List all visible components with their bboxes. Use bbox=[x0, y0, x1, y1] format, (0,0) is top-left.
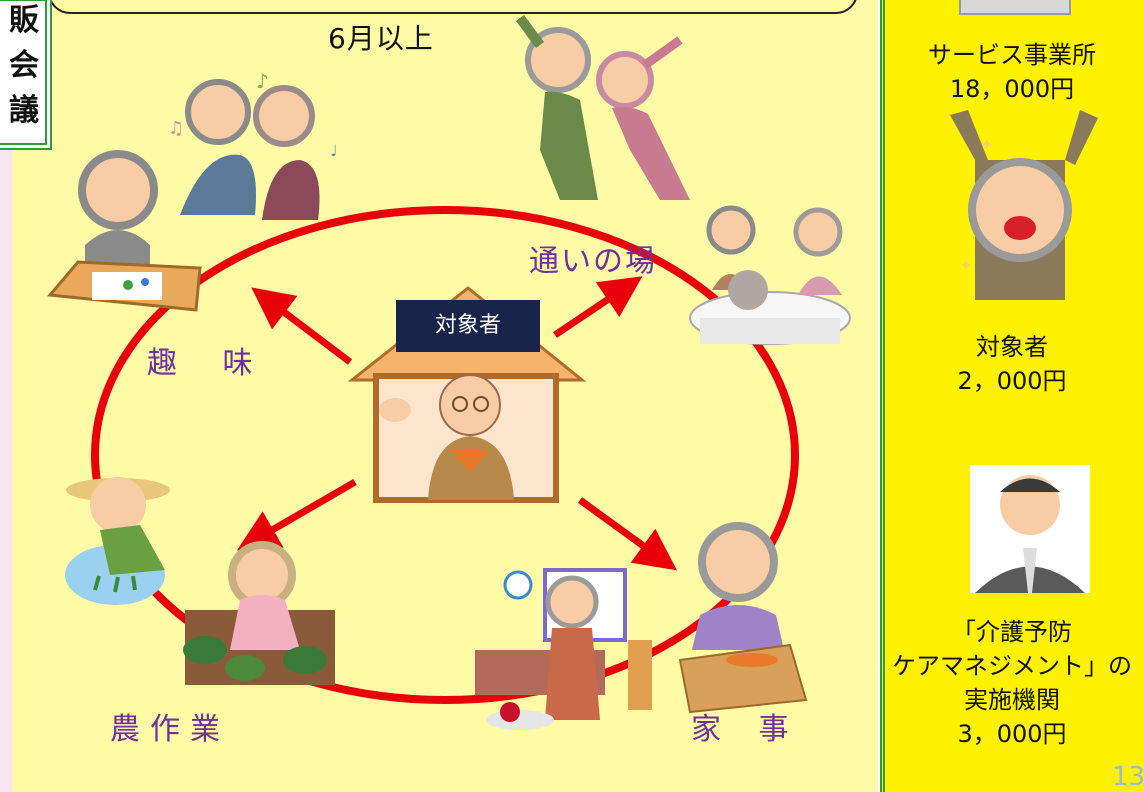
crop-farming-illustration bbox=[183, 541, 335, 685]
arrow-to-hobby bbox=[251, 287, 353, 365]
kayoi-gathering-illustration bbox=[689, 205, 851, 345]
reward-care-agency: 「介護予防 ケアマネジメント」の 実施機関 3，000円 bbox=[880, 615, 1144, 751]
cooking-illustration bbox=[678, 522, 808, 714]
reward-care-line3: 実施機関 bbox=[964, 686, 1060, 714]
page-number: 13 bbox=[1112, 762, 1144, 792]
reward-subject-amount: 2，000円 bbox=[957, 367, 1067, 395]
arrow-to-farming bbox=[236, 478, 357, 551]
side-label-box: 販会議 bbox=[0, 0, 52, 150]
activity-label-farming: 農作業 bbox=[110, 712, 230, 747]
reward-care-amount: 3，000円 bbox=[957, 720, 1067, 748]
arrow-to-housework bbox=[577, 497, 678, 571]
reward-panel bbox=[880, 0, 1144, 792]
activity-label-hobby: 趣 味 bbox=[147, 346, 271, 381]
reward-care-line1: 「介護予防 bbox=[952, 618, 1072, 646]
svg-text:✦: ✦ bbox=[960, 258, 972, 274]
reward-service-name: サービス事業所 bbox=[928, 41, 1096, 69]
reward-subject: 対象者 2，000円 bbox=[880, 330, 1144, 398]
happy-elder-icon: ✦ ✦ bbox=[950, 110, 1098, 300]
rice-planting-illustration bbox=[65, 477, 170, 605]
svg-text:♫: ♫ bbox=[168, 118, 184, 139]
svg-text:♩: ♩ bbox=[330, 141, 338, 160]
reward-subject-name: 対象者 bbox=[976, 333, 1048, 361]
activity-label-housework: 家 事 bbox=[691, 712, 803, 747]
activity-cycle-diagram: ♫ ♪ ♩ bbox=[47, 15, 851, 730]
left-strip bbox=[0, 0, 12, 792]
cleaning-illustration bbox=[475, 568, 652, 730]
subject-tag: 対象者 bbox=[396, 300, 540, 352]
side-label-text: 販会議 bbox=[9, 3, 39, 128]
reward-care-line2: ケアマネジメント」の bbox=[892, 652, 1132, 680]
man-in-suit-icon bbox=[970, 465, 1090, 593]
red-cycle-ring bbox=[91, 206, 799, 704]
reward-service-amount: 18，000円 bbox=[949, 75, 1075, 103]
duration-subtitle: 6月以上 bbox=[328, 22, 434, 55]
activity-label-kayoi: 通いの場 bbox=[529, 244, 657, 279]
arrow-to-kayoi bbox=[553, 276, 643, 338]
building-icon bbox=[959, 0, 1071, 15]
reward-panel-illustrations: ✦ ✦ bbox=[950, 0, 1098, 593]
reward-service: サービス事業所 18，000円 bbox=[880, 38, 1144, 106]
svg-text:✦: ✦ bbox=[980, 135, 993, 154]
karaoke-illustration: ♫ ♪ ♩ bbox=[168, 69, 338, 220]
exercise-illustration bbox=[515, 15, 690, 200]
hobby-painting-illustration bbox=[47, 150, 202, 312]
svg-text:♪: ♪ bbox=[256, 69, 269, 93]
